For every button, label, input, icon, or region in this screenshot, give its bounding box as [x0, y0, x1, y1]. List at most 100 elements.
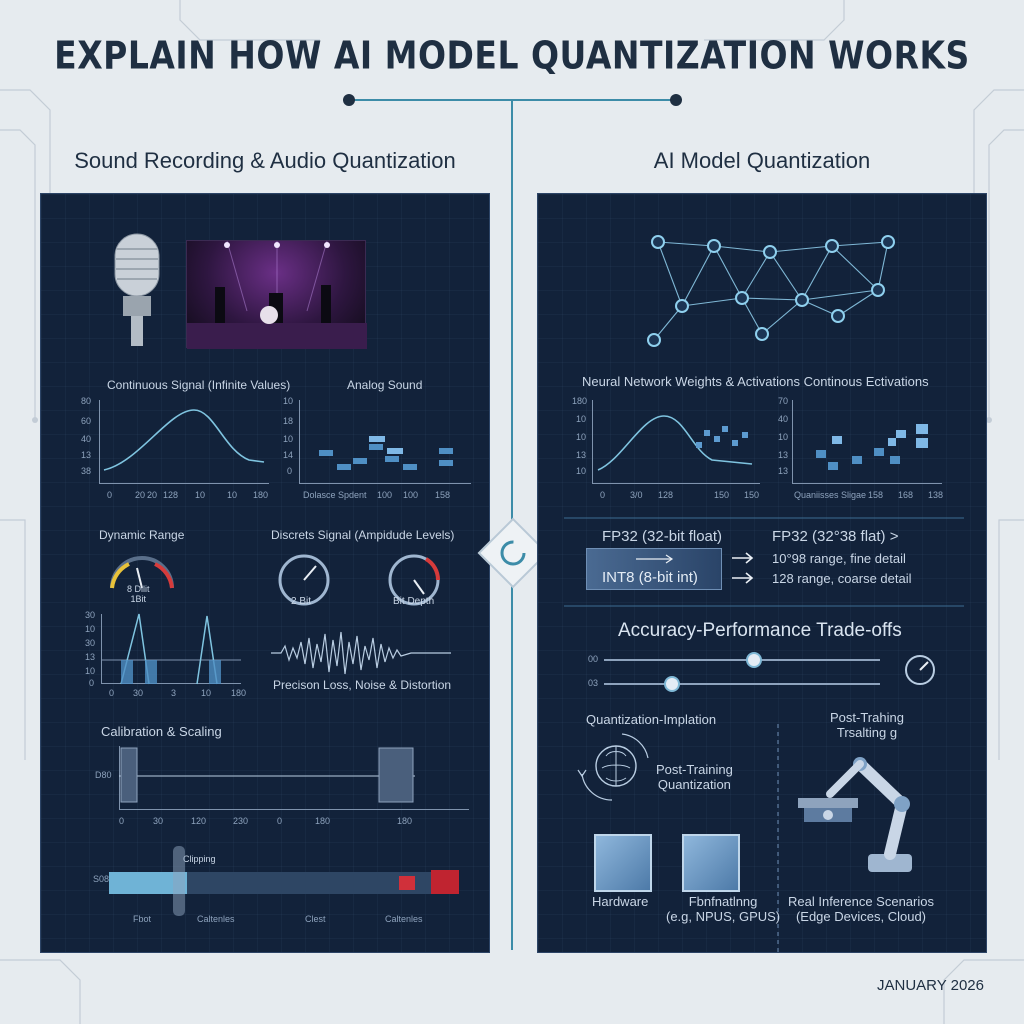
weights-chart — [592, 400, 760, 484]
y-tick: 13 — [778, 466, 789, 476]
y-tick: 13 — [85, 652, 96, 662]
x-tick: 0 — [109, 688, 115, 698]
slider-label: 03 — [588, 678, 599, 688]
x-tick: 180 — [315, 816, 331, 826]
y-tick: 10 — [283, 434, 294, 444]
quantized-blocks — [816, 424, 928, 470]
x-tick: 20 — [147, 490, 158, 500]
arrow-right-icon — [732, 552, 754, 584]
y-tick: 30 — [85, 610, 96, 620]
x-tick: 10 — [201, 688, 212, 698]
date-label: JANUARY 2026 — [876, 977, 984, 994]
x-tick: 180 — [397, 816, 413, 826]
performance-slider[interactable] — [604, 674, 884, 694]
y-tick: 60 — [81, 416, 92, 426]
y-tick: 40 — [778, 414, 789, 424]
x-tick: 158 — [435, 490, 451, 500]
y-tick: 0 — [287, 466, 293, 476]
x-tick: 3 — [171, 688, 177, 698]
calibration-range-bars — [119, 747, 415, 803]
amplitude-level-chart — [101, 614, 241, 684]
dynamic-range-label: Dynamic Range — [99, 528, 185, 542]
audio-panel: Continuous Signal (Infinite Values) Anal… — [40, 193, 490, 953]
concert-stage-image — [186, 240, 367, 349]
y-tick: 40 — [81, 434, 92, 444]
chip-icon — [594, 834, 652, 892]
x-tick: Clest — [305, 914, 326, 924]
y-tick: 10 — [85, 624, 96, 634]
continuous-signal-chart — [99, 400, 269, 484]
x-tick: 30 — [133, 688, 144, 698]
discrete-signal-label: Discrets Signal (Ampidude Levels) — [271, 528, 455, 542]
y-tick: 10 — [576, 414, 587, 424]
precision-loss-label: Precison Loss, Noise & Distortion — [273, 678, 452, 692]
x-tick: 168 — [898, 490, 914, 500]
section-divider — [564, 517, 964, 519]
accuracy-slider[interactable] — [604, 650, 884, 670]
bit-depth-gauge — [388, 554, 441, 606]
noise-waveform — [271, 631, 451, 675]
section-divider — [564, 605, 964, 607]
y-tick: 13 — [81, 450, 92, 460]
y-tick: 10 — [576, 432, 587, 442]
x-tick: 0 — [600, 490, 606, 500]
y-tick: 10 — [778, 432, 789, 442]
x-tick: 138 — [928, 490, 944, 500]
y-tick: 38 — [81, 466, 92, 476]
x-tick: 20 — [135, 490, 146, 500]
y-tick: 0 — [89, 678, 95, 688]
x-tick: 100 — [403, 490, 419, 500]
y-tick: 10 — [283, 396, 294, 406]
left-heading: Sound Recording & Audio Quantization — [74, 148, 456, 173]
calibration-chart — [119, 746, 469, 810]
y-tick: S08 — [93, 874, 110, 884]
refresh-icon — [500, 540, 526, 566]
continuous-signal-curve — [103, 409, 265, 471]
robot-arm-icon — [798, 757, 912, 872]
x-tick: Quaniisses Sligae — [794, 490, 867, 500]
right-heading: AI Model Quantization — [653, 148, 871, 173]
clipping-label: Clipping — [183, 854, 216, 864]
y-tick: 180 — [572, 396, 588, 406]
tradeoffs-heading: Accuracy-Performance Trade-offs — [618, 620, 902, 641]
x-tick: 10 — [227, 490, 238, 500]
x-tick: 100 — [377, 490, 393, 500]
continuous-signal-label: Continuous Signal (Infinite Values) — [107, 378, 291, 392]
x-tick: 180 — [231, 688, 247, 698]
quantization-implementation-label: Quantization-Implation — [586, 712, 717, 727]
ptq-label: Post-Training Quantization — [656, 762, 733, 792]
hardware-label: Hardware — [592, 894, 649, 909]
fp32-int8-bar — [586, 548, 722, 590]
ai-model-panel: Neural Network Weights & Activations Con… — [537, 193, 987, 953]
slider-label: 00 — [588, 654, 599, 664]
dashed-divider — [777, 724, 779, 952]
fp32-label: FP32 (32-bit float) — [602, 528, 723, 545]
nn-weights-label: Neural Network Weights & Activations Con… — [582, 374, 929, 389]
x-tick: 150 — [744, 490, 760, 500]
x-tick: Dolasce Spdent — [303, 490, 367, 500]
fine-detail-label: 10°98 range, fine detail — [772, 551, 906, 566]
clipping-bar — [109, 846, 459, 916]
x-tick: 180 — [253, 490, 269, 500]
x-tick: 230 — [233, 816, 249, 826]
x-tick: 30 — [153, 816, 164, 826]
y-tick: 13 — [778, 450, 789, 460]
int8-label: INT8 (8-bit int) — [602, 569, 698, 586]
gauge-label-bit-depth: Bit Depth — [393, 596, 435, 607]
neural-network-icon — [647, 235, 895, 347]
weights-curve — [597, 415, 753, 471]
brain-icon — [577, 733, 649, 801]
y-tick: 14 — [283, 450, 294, 460]
speed-gauge-icon — [905, 655, 935, 685]
fp32-arrow-icon — [636, 554, 674, 564]
x-tick: 128 — [658, 490, 674, 500]
analog-sound-chart — [299, 400, 471, 484]
fp32-range-label: FP32 (32°38 flat) > — [772, 528, 899, 545]
gauge-label-2bit: 2 Bit — [291, 596, 312, 607]
y-tick: 80 — [81, 396, 92, 406]
dynamic-range-gauge — [110, 556, 174, 589]
page-title: EXPLAIN HOW AI MODEL QUANTIZATION WORKS — [54, 33, 970, 78]
calibration-label: Calibration & Scaling — [101, 724, 222, 739]
analog-sound-label: Analog Sound — [347, 378, 423, 392]
x-tick: 120 — [191, 816, 207, 826]
